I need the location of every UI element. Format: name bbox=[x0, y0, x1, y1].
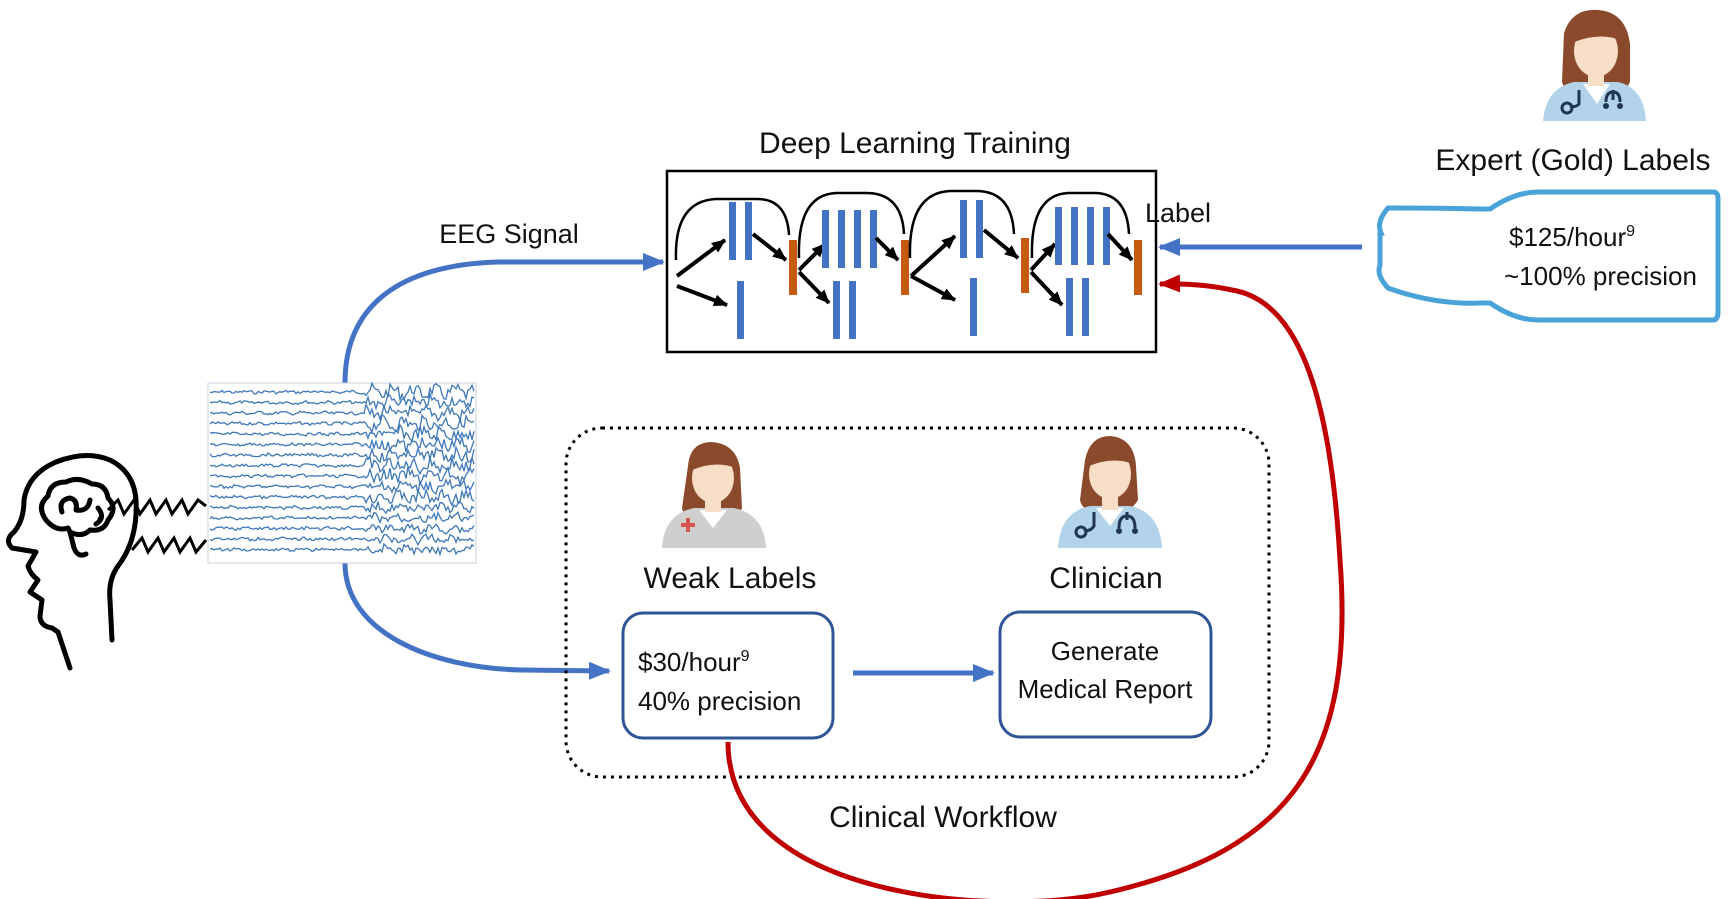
medical-report-box bbox=[998, 610, 1213, 739]
label-text: Label bbox=[1145, 198, 1211, 228]
weak-precision: 40% precision bbox=[638, 686, 801, 716]
eeg-trace-line bbox=[209, 532, 475, 547]
zigzag-signal-upper bbox=[106, 496, 207, 518]
weak-cost: $30/hour9 bbox=[638, 647, 750, 677]
weak-cost-ref: 9 bbox=[741, 648, 750, 665]
eeg-trace-line bbox=[209, 488, 475, 507]
expert-cost: $125/hour9 bbox=[1509, 222, 1635, 252]
eeg-trace-line bbox=[209, 413, 475, 434]
report-line-2: Medical Report bbox=[1018, 674, 1194, 704]
eeg-trace-line bbox=[209, 478, 475, 495]
weak-labels-feedback-arrow bbox=[725, 274, 1345, 899]
clinical-workflow-label: Clinical Workflow bbox=[829, 801, 1057, 834]
eeg-trace-line bbox=[209, 542, 475, 557]
expert-precision: ~100% precision bbox=[1504, 261, 1697, 291]
clinician-title: Clinician bbox=[1049, 562, 1162, 595]
eeg-trace-line bbox=[209, 435, 475, 454]
neural-network-icon bbox=[674, 189, 1142, 339]
clinician-doctor-icon bbox=[1058, 436, 1162, 548]
deep-learning-training-title: Deep Learning Training bbox=[759, 127, 1071, 160]
eeg-signal-label: EEG Signal bbox=[439, 219, 579, 249]
eeg-to-training-arrow bbox=[342, 253, 665, 384]
eeg-trace-line bbox=[209, 510, 475, 525]
eeg-trace-line bbox=[209, 501, 475, 515]
weak-labels-title: Weak Labels bbox=[644, 562, 817, 595]
eeg-to-weak-labels-arrow bbox=[342, 562, 611, 680]
expert-cost-ref: 9 bbox=[1626, 223, 1635, 240]
eeg-trace-line bbox=[209, 402, 475, 423]
zigzag-signal-lower bbox=[130, 534, 208, 556]
expert-gold-labels-title: Expert (Gold) Labels bbox=[1435, 144, 1710, 177]
eeg-signal-image bbox=[207, 381, 477, 564]
head-brain-icon bbox=[6, 453, 139, 671]
eeg-trace-line bbox=[209, 423, 475, 443]
report-line-1: Generate bbox=[1051, 636, 1159, 666]
weak-cost-value: $30/hour bbox=[638, 647, 741, 677]
eeg-trace-line bbox=[209, 381, 475, 403]
eeg-trace-line bbox=[209, 465, 475, 488]
eeg-trace-line bbox=[209, 523, 475, 535]
bottle-icon bbox=[1376, 189, 1721, 323]
eeg-trace-line bbox=[209, 391, 475, 411]
clinical-workflow-box bbox=[564, 426, 1271, 779]
expert-doctor-icon bbox=[1543, 9, 1646, 121]
eeg-trace-line bbox=[209, 455, 475, 476]
expert-cost-value: $125/hour bbox=[1509, 222, 1626, 252]
nurse-icon bbox=[662, 442, 766, 548]
weak-labels-box bbox=[621, 611, 835, 740]
